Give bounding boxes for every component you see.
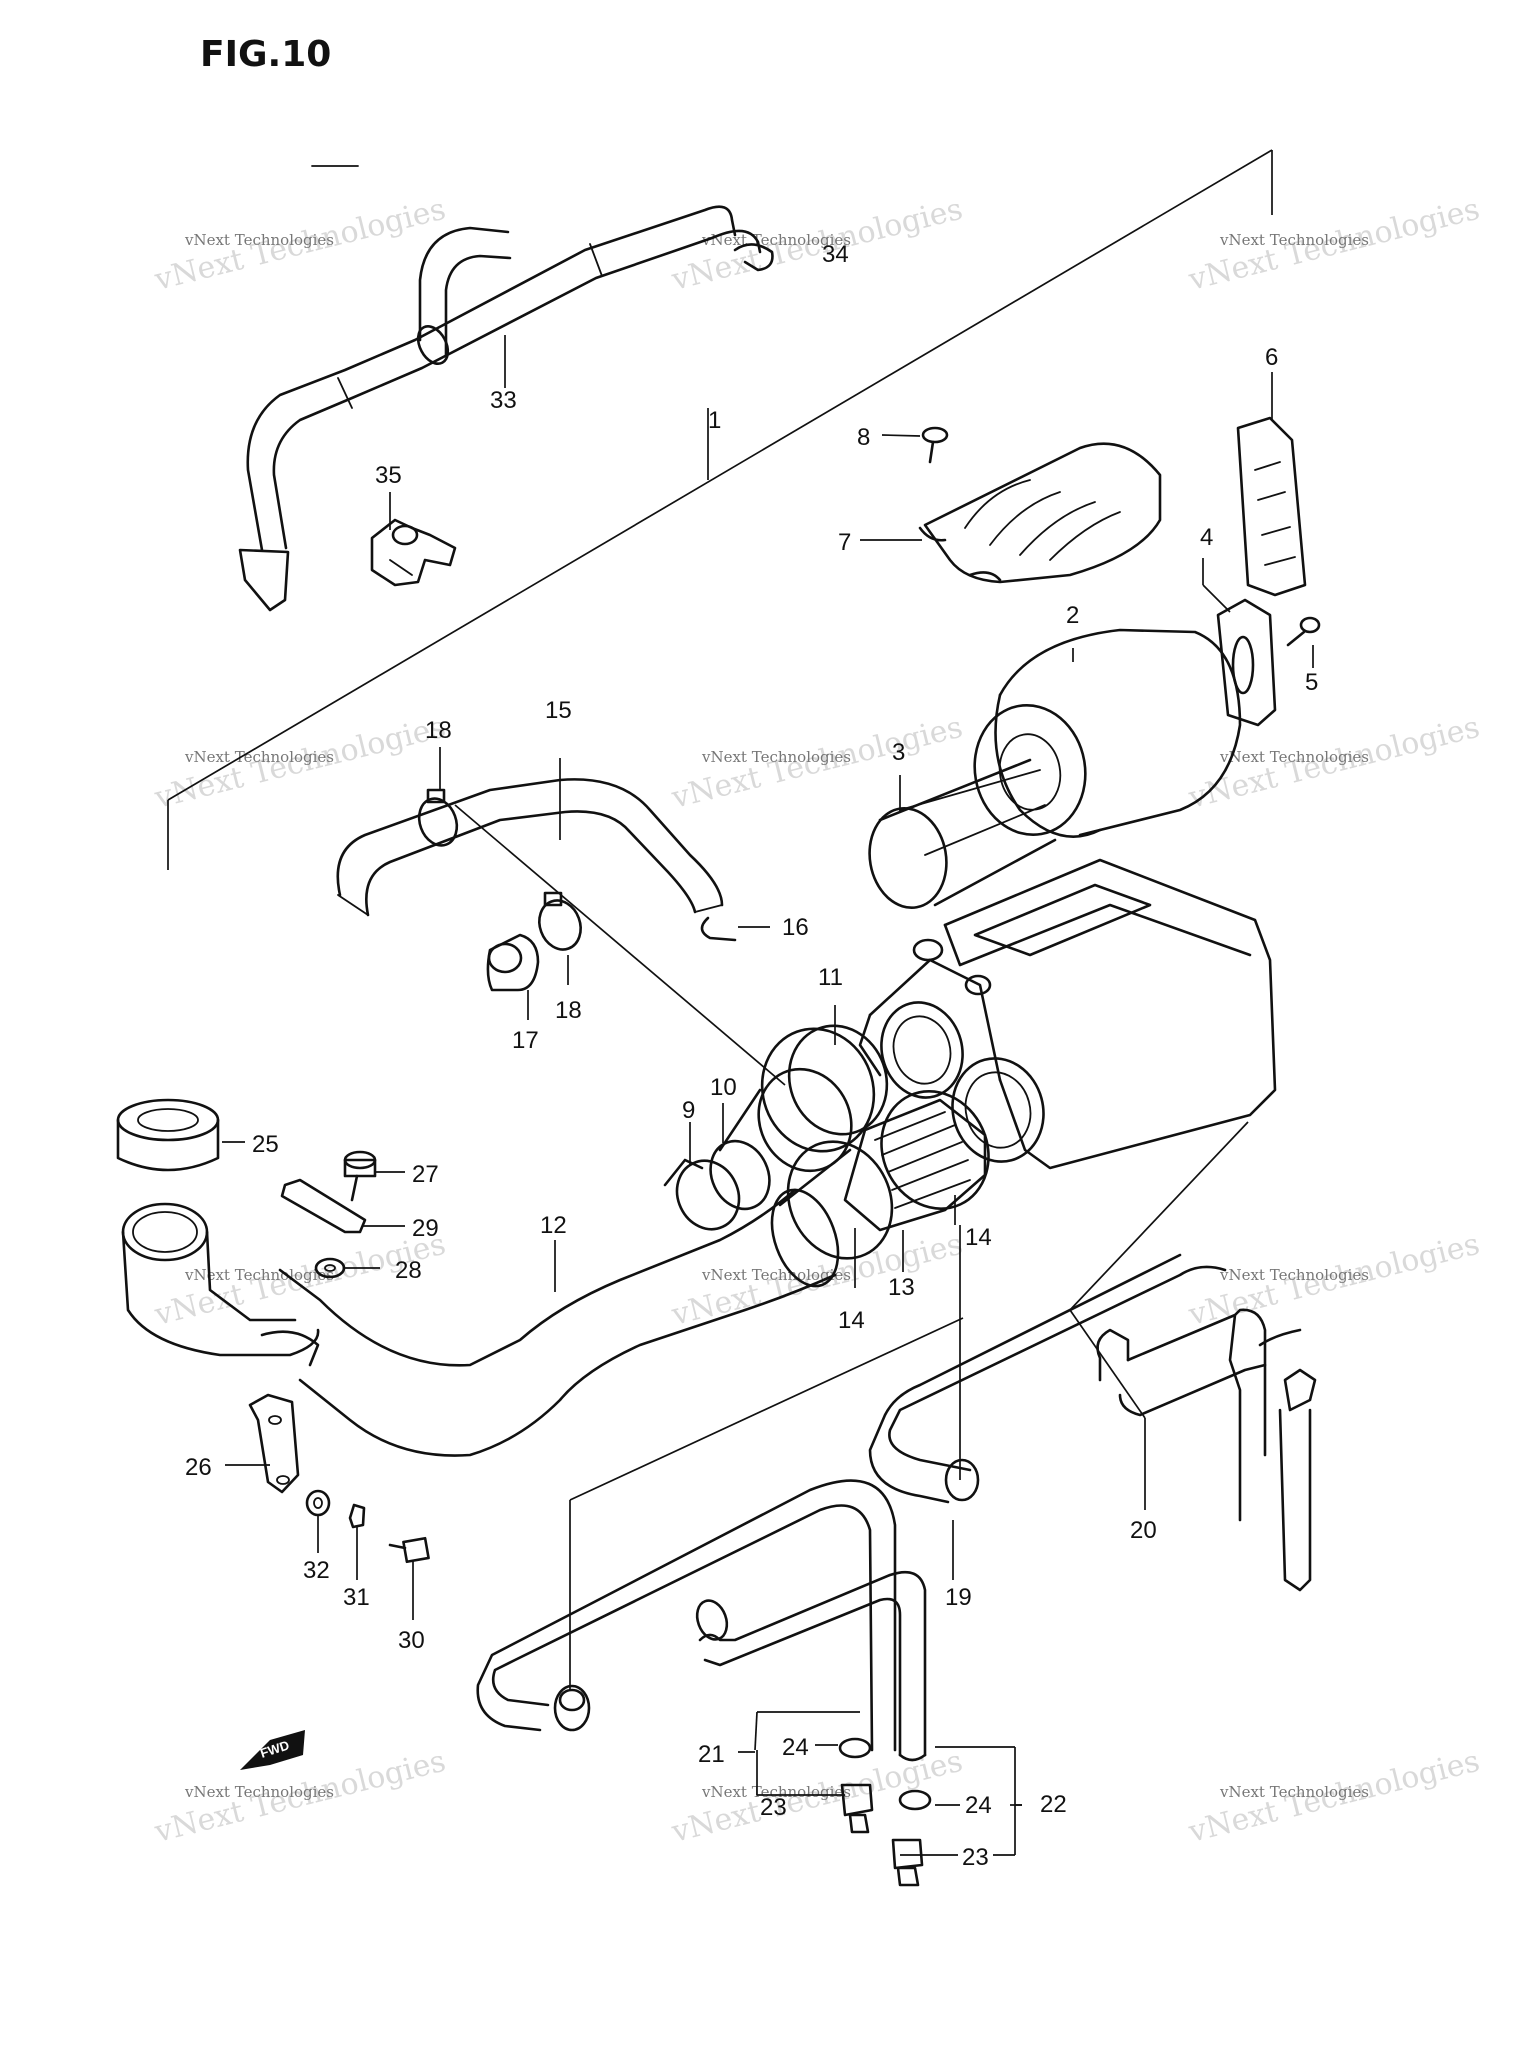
callout-8: 8 — [857, 424, 870, 451]
assembly-bracket-1 — [167, 149, 1273, 870]
hose-clamp-35 — [370, 518, 457, 587]
figure-title: FIG.10 — [200, 34, 331, 75]
bracket-26 — [248, 1393, 300, 1494]
watermark-small: vNext Technologies — [184, 1783, 334, 1801]
callout-5: 5 — [1305, 669, 1318, 696]
fwd-arrow-icon: FWD — [240, 1730, 305, 1770]
duct-body — [121, 1202, 320, 1367]
screw-5 — [1286, 616, 1321, 647]
callout-24-left: 24 — [782, 1734, 809, 1761]
callout-16: 16 — [782, 914, 809, 941]
watermark-small: vNext Technologies — [701, 1783, 851, 1801]
watermark-small: vNext Technologies — [184, 231, 334, 249]
drain-hose-22 — [695, 1570, 927, 1762]
callout-18-upper: 18 — [425, 717, 452, 744]
watermark-small: vNext Technologies — [701, 231, 851, 249]
watermark-small: vNext Technologies — [701, 748, 851, 766]
drain-plug-23-left — [840, 1783, 874, 1834]
clamp-18-upper — [417, 788, 459, 847]
watermark-small: vNext Technologies — [184, 748, 334, 766]
callout-6: 6 — [1265, 344, 1278, 371]
callout-31: 31 — [343, 1584, 370, 1611]
callout-32: 32 — [303, 1557, 330, 1584]
bracket-6 — [1236, 416, 1307, 597]
callout-33: 33 — [490, 387, 517, 414]
cap-4 — [1216, 598, 1277, 727]
callout-11: 11 — [818, 964, 843, 991]
callout-23-right: 23 — [962, 1844, 989, 1871]
air-cleaner-box — [858, 858, 1277, 1170]
drain-plug-23-right — [891, 1838, 924, 1887]
bolt-30 — [388, 1536, 430, 1564]
callout-9: 9 — [682, 1097, 695, 1124]
watermark-small: vNext Technologies — [184, 1266, 334, 1284]
watermark-small: vNext Technologies — [1219, 1266, 1369, 1284]
callout-18-lower: 18 — [555, 997, 582, 1024]
clamp-11 — [760, 1024, 889, 1153]
callout-29: 29 — [412, 1215, 439, 1242]
callout-24-right: 24 — [965, 1792, 992, 1819]
callout-35: 35 — [375, 462, 402, 489]
callout-28: 28 — [395, 1257, 422, 1284]
hose-15 — [336, 778, 724, 917]
cover-7 — [918, 442, 1162, 584]
callout-30: 30 — [398, 1627, 425, 1654]
callout-labels: 1 2 3 4 5 6 7 8 9 10 11 12 13 14 14 15 1… — [185, 241, 1318, 1871]
callout-25: 25 — [252, 1131, 279, 1158]
screw-8 — [921, 426, 949, 464]
callout-4: 4 — [1200, 524, 1213, 551]
callout-14-front: 14 — [838, 1307, 865, 1334]
washer-32 — [305, 1489, 331, 1517]
clip-24-right — [898, 1789, 932, 1811]
callout-12: 12 — [540, 1212, 567, 1239]
clamp-14-rear — [880, 1090, 990, 1210]
callout-34: 34 — [822, 241, 849, 268]
callout-10: 10 — [710, 1074, 737, 1101]
leader-lines — [222, 335, 1314, 1856]
clip-34 — [733, 243, 774, 272]
watermark-small: vNext Technologies — [701, 1266, 851, 1284]
drain-hose-20 — [1096, 1308, 1317, 1592]
clamp-18-lower — [538, 891, 582, 951]
callout-27: 27 — [412, 1161, 439, 1188]
clamp-14-front — [786, 1140, 894, 1260]
callout-15: 15 — [545, 697, 572, 724]
watermark-small: vNext Technologies — [1219, 748, 1369, 766]
plug-cap-17 — [486, 933, 540, 992]
clip-16 — [700, 916, 737, 942]
drain-hose-21 — [476, 1479, 897, 1752]
drain-hose-19 — [868, 1253, 1227, 1504]
callout-2: 2 — [1066, 602, 1079, 629]
intake-tube-10 — [709, 1067, 853, 1211]
callout-7: 7 — [838, 529, 851, 556]
callout-22: 22 — [1040, 1791, 1067, 1818]
callout-20: 20 — [1130, 1517, 1157, 1544]
nut-31 — [348, 1503, 366, 1529]
breather-hose-33 — [238, 205, 762, 612]
callout-23-left: 23 — [760, 1794, 787, 1821]
callout-14-rear: 14 — [965, 1224, 992, 1251]
watermark-small: vNext Technologies — [1219, 1783, 1369, 1801]
seal-ring-25 — [116, 1098, 220, 1172]
callout-21: 21 — [698, 1741, 725, 1768]
watermark-small: vNext Technologies — [1219, 231, 1369, 249]
callout-26: 26 — [185, 1454, 212, 1481]
clip-24-left — [838, 1737, 872, 1759]
plate-29 — [280, 1178, 367, 1234]
callout-3: 3 — [892, 739, 905, 766]
callout-17: 17 — [512, 1027, 539, 1054]
callout-13: 13 — [888, 1274, 915, 1301]
callout-1: 1 — [708, 407, 721, 434]
bolt-27 — [343, 1150, 377, 1202]
callout-19: 19 — [945, 1584, 972, 1611]
clamp-9 — [663, 1158, 741, 1231]
boot-13 — [843, 1098, 987, 1232]
intake-duct-12 — [278, 1188, 840, 1457]
